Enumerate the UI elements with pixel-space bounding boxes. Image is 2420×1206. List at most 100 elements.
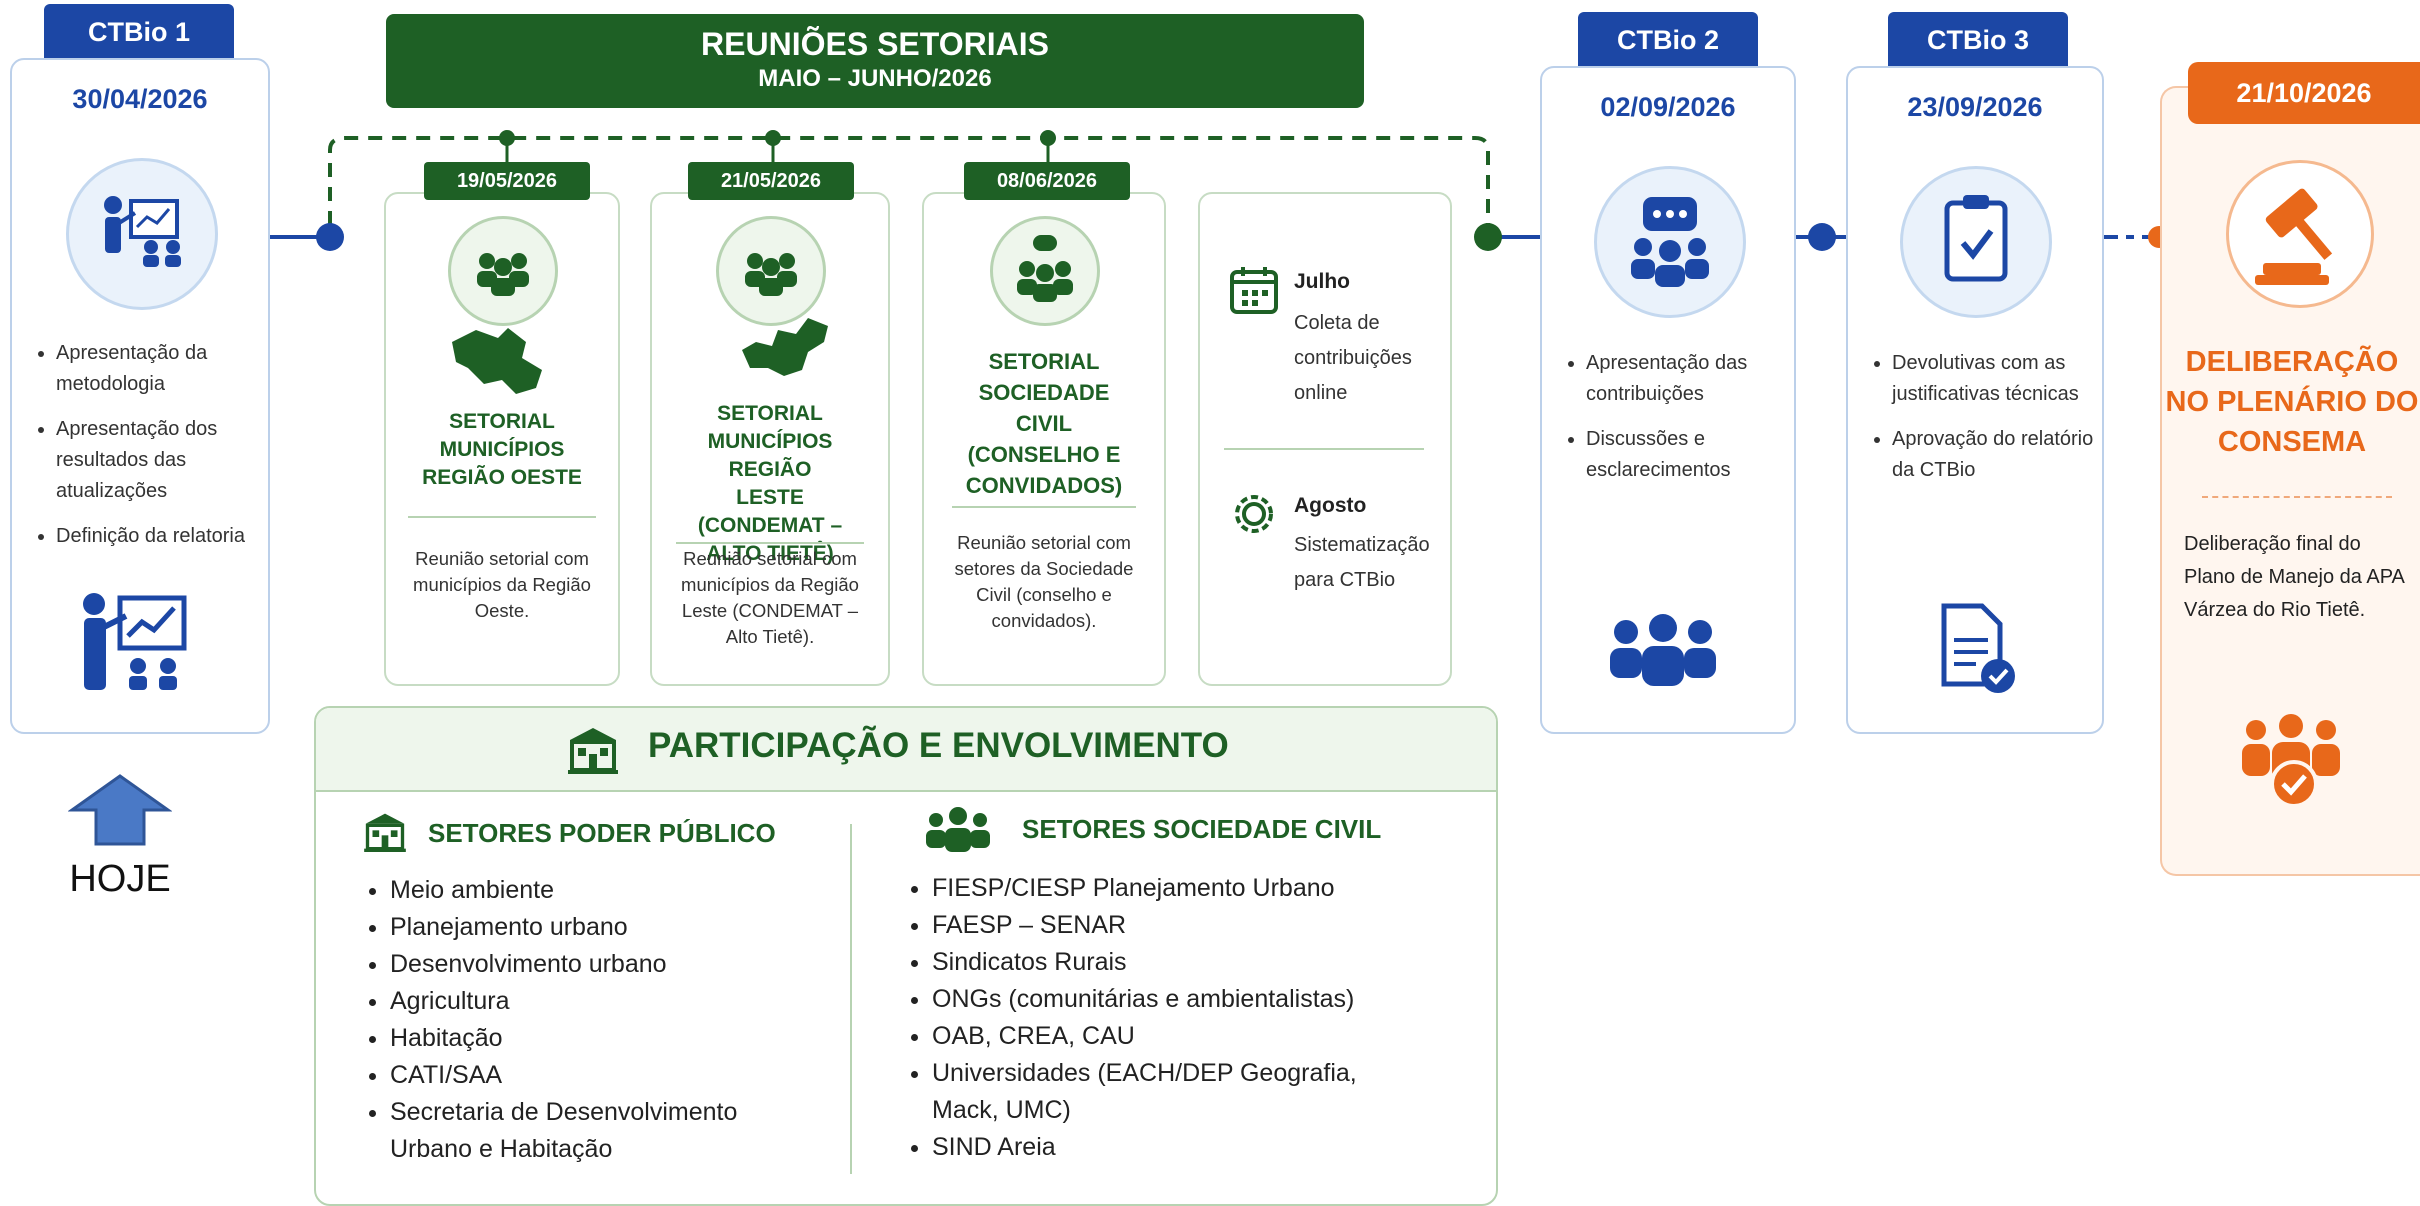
meeting-desc: Reunião setorial com municípios da Regiã… — [681, 548, 859, 647]
meeting-desc: Reunião setorial com setores da Sociedad… — [954, 532, 1134, 631]
divider — [408, 516, 596, 518]
list-item: Planejamento urbano — [390, 909, 792, 946]
month-label: Julho — [1294, 270, 1350, 293]
group-icon — [1610, 614, 1716, 686]
meeting-desc: Reunião setorial com municípios da Regiã… — [413, 548, 591, 621]
ctbio2-date: 02/09/2026 — [1600, 92, 1736, 122]
chat-group-icon-circle — [990, 216, 1100, 326]
final-date: 21/10/2026 — [2188, 62, 2420, 124]
group-icon-circle — [716, 216, 826, 326]
meetings-banner: REUNIÕES SETORIAIS MAIO – JUNHO/2026 — [386, 14, 1364, 108]
list-item: Apresentação da metodologia — [56, 338, 264, 400]
up-arrow-icon — [68, 774, 172, 846]
calendar-icon — [1230, 267, 1278, 314]
civil-list: FIESP/CIESP Planejamento Urbano FAESP – … — [904, 870, 1464, 1166]
final-title: DELIBERAÇÃO NO PLENÁRIO DO CONSEMA — [2165, 346, 2419, 458]
group-icon — [926, 807, 990, 852]
gear-icon — [1235, 495, 1273, 533]
ctbio3-tab: CTBio 3 — [1888, 12, 2068, 68]
meeting-card: SETORIAL MUNICÍPIOS REGIÃO LESTE (CONDEM… — [650, 192, 890, 686]
list-item: Meio ambiente — [390, 872, 792, 909]
ctbio3-card: 23/09/2026 Devolutivas com as justificat… — [1846, 66, 2104, 734]
months-card: Julho Coleta de contribuições online Ago… — [1198, 192, 1452, 686]
ctbio2-card: 02/09/2026 Apresentação das contribuiçõe… — [1540, 66, 1796, 734]
meeting-title: SETORIAL MUNICÍPIOS REGIÃO LESTE (CONDEM… — [697, 402, 843, 565]
group-icon — [477, 253, 529, 296]
list-item: FIESP/CIESP Planejamento Urbano — [932, 870, 1464, 907]
list-item: Secretaria de Desenvolvimento Urbano e H… — [390, 1094, 792, 1168]
ctbio1-date: 30/04/2026 — [72, 84, 208, 114]
list-item: Universidades (EACH/DEP Geografia, Mack,… — [932, 1055, 1402, 1129]
group-icon — [745, 253, 797, 296]
meeting-date: 21/05/2026 — [688, 162, 854, 200]
divider — [676, 542, 864, 544]
list-item: Habitação — [390, 1020, 792, 1057]
building-icon — [364, 813, 406, 852]
chat-group-icon — [1017, 235, 1073, 302]
participation-title: PARTICIPAÇÃO E ENVOLVIMENTO — [648, 726, 1229, 765]
map-icon — [742, 318, 828, 376]
final-icon-circle — [2226, 160, 2374, 308]
presentation-icon — [83, 593, 187, 690]
participation-header — [316, 708, 1496, 792]
timeline-node-blue — [316, 223, 344, 251]
ctbio1-icon-circle — [66, 158, 218, 310]
divider — [2202, 496, 2392, 498]
timeline-node-green — [1474, 223, 1502, 251]
participation-box: PARTICIPAÇÃO E ENVOLVIMENTO SETORES PODE… — [314, 706, 1498, 1206]
group-check-icon — [2242, 714, 2340, 808]
list-item: SIND Areia — [932, 1129, 1464, 1166]
civil-heading: SETORES SOCIEDADE CIVIL — [1022, 814, 1382, 844]
meeting-title: SETORIAL MUNICÍPIOS REGIÃO OESTE — [422, 410, 582, 489]
map-icon — [452, 328, 542, 394]
ctbio1-list: Apresentação da metodologia Apresentação… — [34, 338, 264, 566]
list-item: Desenvolvimento urbano — [390, 946, 792, 983]
divider — [850, 824, 852, 1174]
month-label: Agosto — [1294, 494, 1367, 517]
month-desc: Coleta de contribuições online — [1294, 312, 1412, 404]
list-item: OAB, CREA, CAU — [932, 1018, 1464, 1055]
document-check-icon — [1941, 603, 2015, 693]
divider — [952, 506, 1136, 508]
final-desc: Deliberação final do Plano de Manejo da … — [2184, 533, 2404, 621]
ctbio3-list: Devolutivas com as justificativas técnic… — [1870, 348, 2096, 500]
list-item: FAESP – SENAR — [932, 907, 1464, 944]
ctbio2-icon-circle — [1594, 166, 1746, 318]
chat-group-icon — [1631, 197, 1709, 287]
ctbio1-card: 30/04/2026 Apresentação da metodologia A… — [10, 58, 270, 734]
clipboard-check-icon — [1944, 195, 2008, 282]
ctbio3-icon-circle — [1900, 166, 2052, 318]
building-icon — [568, 728, 618, 774]
final-card: DELIBERAÇÃO NO PLENÁRIO DO CONSEMA Delib… — [2160, 86, 2420, 876]
list-item: Definição da relatoria — [56, 521, 264, 552]
ctbio2-list: Apresentação das contribuições Discussõe… — [1564, 348, 1790, 500]
ctbio2-tab: CTBio 2 — [1578, 12, 1758, 68]
meetings-subtitle: MAIO – JUNHO/2026 — [758, 65, 992, 92]
meetings-title: REUNIÕES SETORIAIS — [701, 26, 1049, 62]
list-item: Sindicatos Rurais — [932, 944, 1464, 981]
list-item: Aprovação do relatório da CTBio — [1892, 424, 2096, 486]
public-list: Meio ambiente Planejamento urbano Desenv… — [362, 872, 792, 1168]
meeting-card: SETORIAL SOCIEDADE CIVIL (CONSELHO E CON… — [922, 192, 1166, 686]
list-item: Agricultura — [390, 983, 792, 1020]
meeting-title: SETORIAL SOCIEDADE CIVIL (CONSELHO E CON… — [965, 349, 1123, 498]
meeting-date: 19/05/2026 — [424, 162, 590, 200]
public-heading: SETORES PODER PÚBLICO — [428, 818, 776, 848]
list-item: ONGs (comunitárias e ambientalistas) — [932, 981, 1464, 1018]
ctbio1-tab: CTBio 1 — [44, 4, 234, 60]
ctbio3-date: 23/09/2026 — [1907, 92, 2043, 122]
divider — [1224, 448, 1424, 450]
list-item: CATI/SAA — [390, 1057, 792, 1094]
list-item: Discussões e esclarecimentos — [1586, 424, 1790, 486]
presentation-icon — [104, 196, 181, 267]
list-item: Apresentação dos resultados das atualiza… — [56, 414, 264, 507]
month-desc: Sistematização para CTBio — [1294, 534, 1430, 591]
meeting-card: SETORIAL MUNICÍPIOS REGIÃO OESTE Reunião… — [384, 192, 620, 686]
list-item: Devolutivas com as justificativas técnic… — [1892, 348, 2096, 410]
gavel-icon — [2255, 188, 2333, 285]
meeting-date: 08/06/2026 — [964, 162, 1130, 200]
group-icon-circle — [448, 216, 558, 326]
list-item: Apresentação das contribuições — [1586, 348, 1790, 410]
timeline-node-blue — [1808, 223, 1836, 251]
today-label: HOJE — [69, 858, 171, 900]
